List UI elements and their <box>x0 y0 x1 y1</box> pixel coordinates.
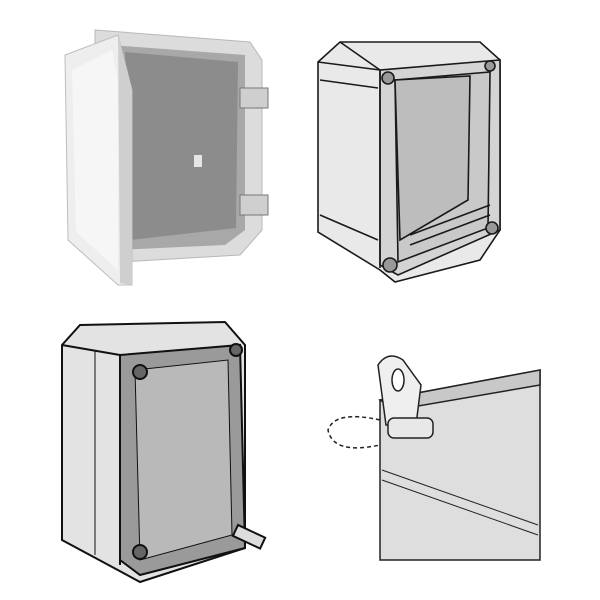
enclosure-open-door-icon <box>64 29 269 286</box>
enclosure-open-icon <box>317 41 501 283</box>
hinge-detail-icon <box>327 355 541 561</box>
enclosure-transparent-cover-icon <box>61 320 267 584</box>
